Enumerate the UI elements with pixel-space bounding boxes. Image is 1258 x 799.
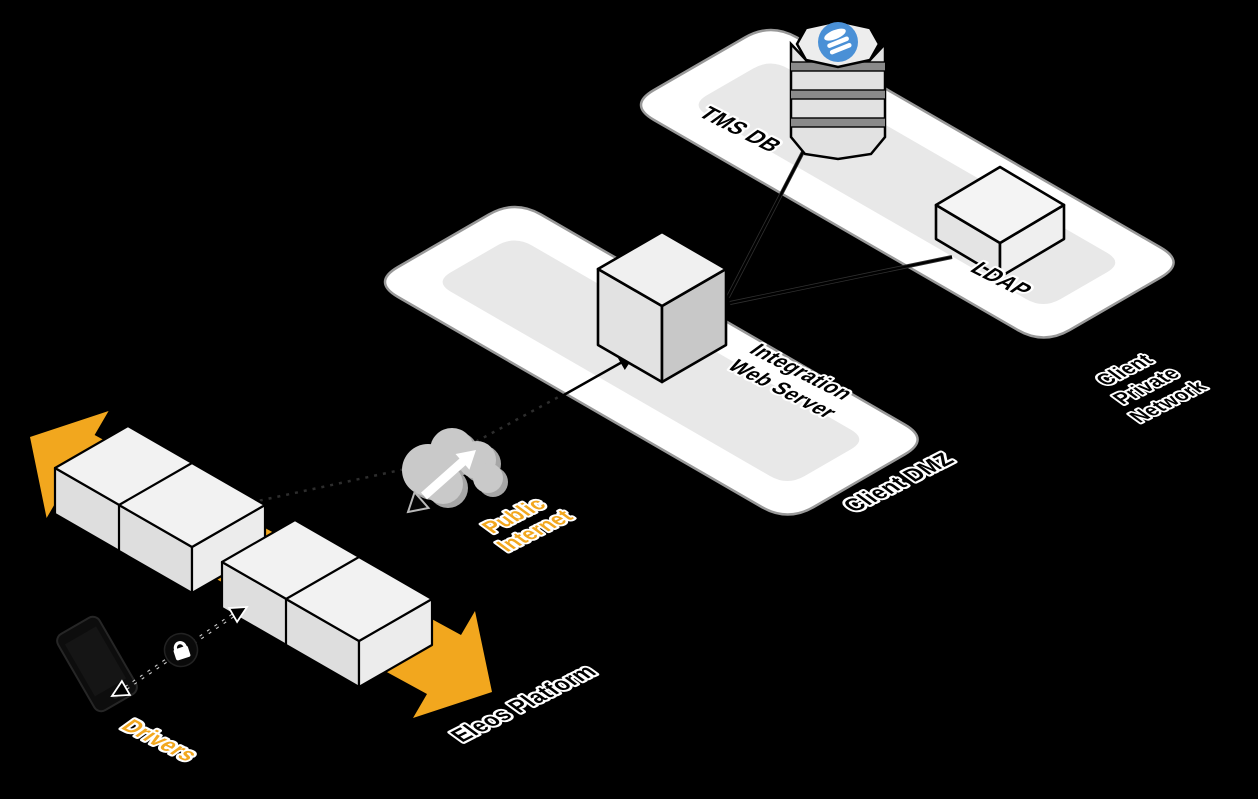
tms-db-stack bbox=[789, 19, 887, 161]
connector-to-ldap bbox=[729, 255, 953, 305]
inbound-arrow-shaft bbox=[561, 359, 625, 398]
eleos-server-box bbox=[284, 555, 434, 689]
dashed-line-boxes-to-cloud bbox=[206, 466, 411, 514]
database-icon bbox=[818, 22, 858, 62]
dashed-line-cloud-to-dmz bbox=[467, 392, 565, 448]
database-icon-cylinder bbox=[824, 28, 852, 55]
lock-body bbox=[173, 645, 191, 661]
box-face bbox=[117, 461, 267, 549]
lock-icon bbox=[163, 632, 199, 668]
cloud-connection-dashed bbox=[206, 392, 565, 514]
integration-web-server-node bbox=[596, 230, 728, 384]
cloud-sync-icon bbox=[402, 428, 508, 514]
secure-driver-link bbox=[110, 605, 249, 698]
ldap-node bbox=[934, 165, 1066, 279]
download-arrow-outline bbox=[406, 490, 431, 514]
lock-shackle bbox=[173, 641, 187, 651]
internal-connectors bbox=[726, 147, 953, 305]
connector-to-tms-db bbox=[726, 147, 807, 298]
box-face bbox=[934, 165, 1066, 245]
arrowhead-to-phone bbox=[110, 679, 132, 698]
upload-arrow bbox=[421, 450, 476, 500]
arrowhead-to-platform bbox=[227, 605, 249, 624]
box-face bbox=[284, 555, 434, 643]
eleos-platform-band-group bbox=[30, 411, 492, 718]
box-face bbox=[596, 230, 728, 308]
phone-screen bbox=[64, 626, 127, 697]
eleos-server-box bbox=[117, 461, 267, 595]
